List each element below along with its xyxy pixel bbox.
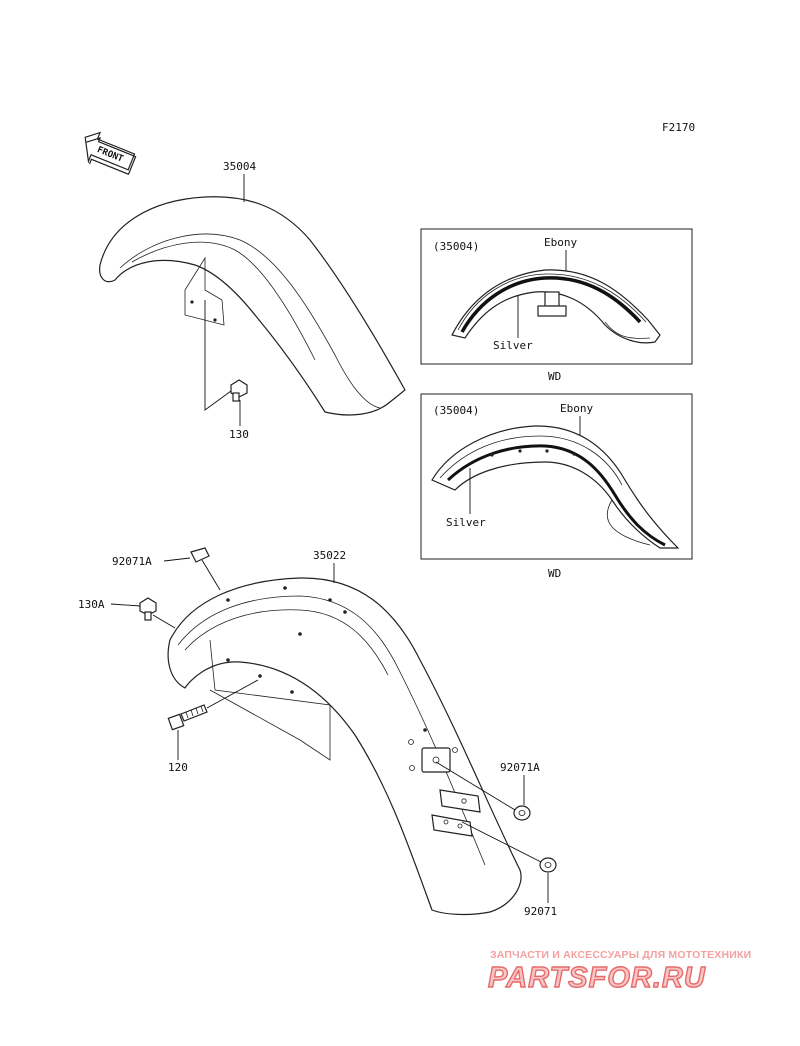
variant-1-fender-icon <box>451 269 661 344</box>
rear-bolt[interactable] <box>167 704 208 731</box>
watermark-tagline: ЗАПЧАСТИ И АКСЕССУАРЫ ДЛЯ МОТОТЕХНИКИ <box>490 949 752 961</box>
front-bolt[interactable] <box>230 379 248 402</box>
front-arrow-icon: FRONT <box>84 131 137 176</box>
variant-1-code: WD <box>548 370 561 383</box>
part-label-35004: 35004 <box>223 160 256 173</box>
variant-1-part-ref: (35004) <box>433 240 479 253</box>
variant-box-2 <box>420 393 693 560</box>
rear-grommet[interactable] <box>539 857 557 873</box>
diagram-code: F2170 <box>662 121 695 134</box>
part-label-130: 130 <box>229 428 249 441</box>
part-label-92071: 92071 <box>524 905 557 918</box>
variant-1-base-label: Silver <box>493 339 533 352</box>
part-label-92071a-bottom: 92071A <box>500 761 540 774</box>
rear-fender[interactable] <box>167 577 522 916</box>
front-fender[interactable] <box>99 196 406 416</box>
variant-2-code: WD <box>548 567 561 580</box>
rear-nut-a[interactable] <box>190 547 210 563</box>
rear-grommet-a[interactable] <box>513 805 531 821</box>
variant-box-1 <box>420 228 693 365</box>
part-label-120: 120 <box>168 761 188 774</box>
part-label-92071a-top: 92071A <box>112 555 152 568</box>
watermark-logo: PARTSFOR.RU <box>487 961 706 994</box>
variant-2-fender-icon <box>431 425 680 549</box>
rear-bolt-a[interactable] <box>139 597 157 621</box>
variant-2-stripe-label: Ebony <box>560 402 593 415</box>
variant-2-part-ref: (35004) <box>433 404 479 417</box>
variant-2-base-label: Silver <box>446 516 486 529</box>
part-label-130a: 130A <box>78 598 105 611</box>
part-label-35022: 35022 <box>313 549 346 562</box>
variant-1-stripe-label: Ebony <box>544 236 577 249</box>
